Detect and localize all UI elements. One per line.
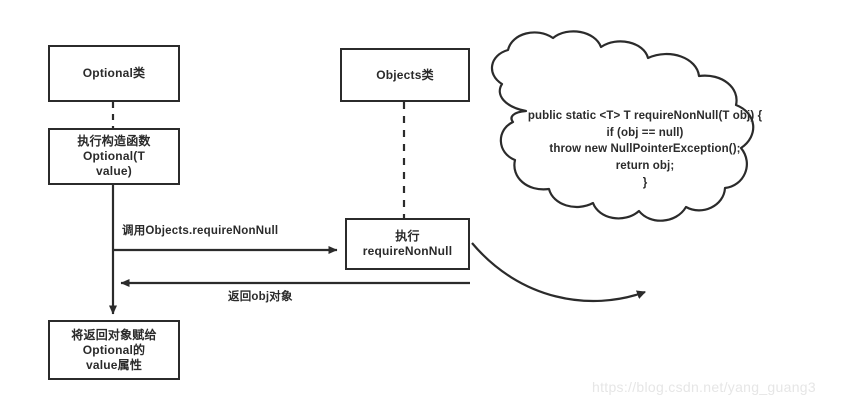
implementation-curve [471, 242, 646, 303]
node-objects-class: Objects类 [340, 48, 470, 102]
node-execute-require-non-null: 执行 requireNonNull [345, 218, 470, 270]
node-execute-constructor: 执行构造函数 Optional(T value) [48, 128, 180, 185]
node-assign-value-attribute: 将返回对象赋给 Optional的 value属性 [48, 320, 180, 380]
return-arrow-label: 返回obj对象 [228, 291, 293, 303]
code-cloud [491, 30, 755, 222]
watermark: https://blog.csdn.net/yang_guang3 [592, 379, 816, 395]
node-optional-class: Optional类 [48, 45, 180, 102]
call-arrow-label: 调用Objects.requireNonNull [122, 225, 279, 237]
cloud-code-text: public static <T> T requireNonNull(T obj… [527, 110, 763, 189]
